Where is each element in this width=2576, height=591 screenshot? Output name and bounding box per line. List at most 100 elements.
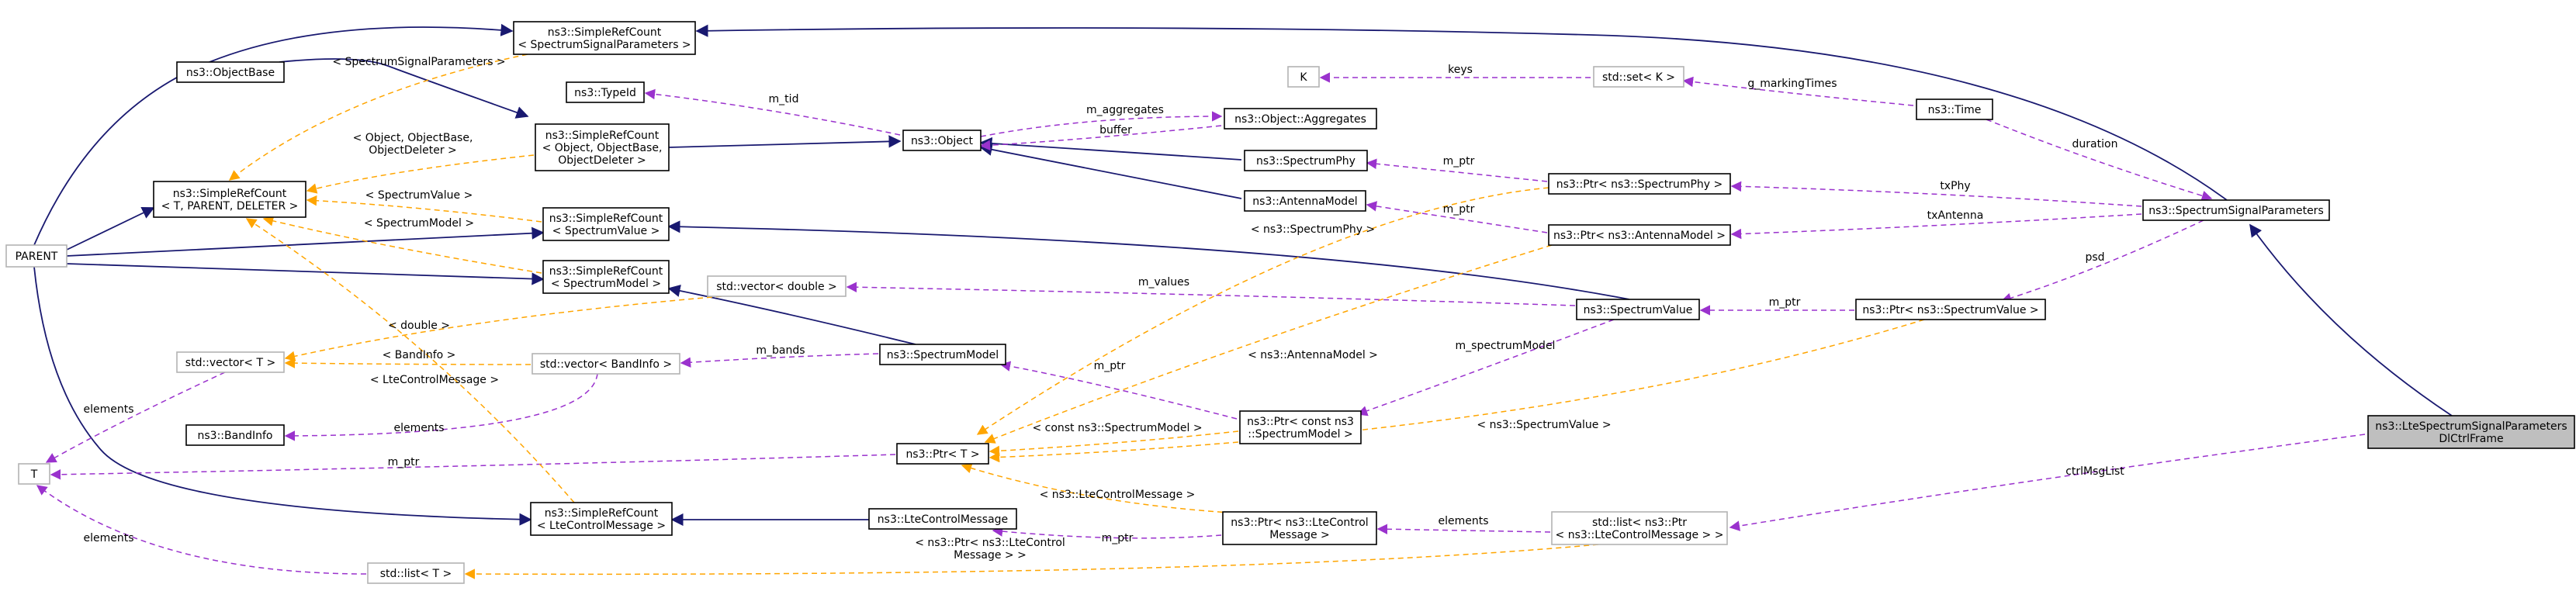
edge-label: < ns3::AntennaModel >	[1248, 349, 1378, 361]
node-aggregates[interactable]: ns3::Object::Aggregates	[1224, 108, 1377, 130]
node-list-T[interactable]: std::list< T >	[367, 562, 465, 584]
edge-src_ssp-to-simplerefcount	[228, 54, 528, 181]
node-box	[1239, 410, 1362, 444]
node-label: ns3::ObjectBase	[186, 67, 275, 79]
node-object[interactable]: ns3::Object	[902, 130, 982, 151]
edge-object-to-spectrumphy	[979, 137, 1242, 161]
node-box	[367, 562, 465, 584]
edge-label: m_spectrumModel	[1456, 340, 1556, 352]
edge-label: elements	[393, 422, 444, 434]
node-label: ns3::SimpleRefCount< LteControlMessage >	[537, 507, 666, 532]
node-stdset[interactable]: std::set< K >	[1593, 66, 1684, 88]
edge-label: psd	[2085, 251, 2104, 264]
node-vec-T[interactable]: std::vector< T >	[176, 351, 285, 373]
node-label: ns3::SimpleRefCount< SpectrumSignalParam…	[518, 26, 691, 51]
node-K[interactable]: K	[1287, 66, 1320, 88]
edge-src_obj-to-simplerefcount	[306, 154, 535, 194]
edge-src_sm-to-spectrummodel	[667, 284, 916, 345]
node-antenna[interactable]: ns3::AntennaModel	[1244, 190, 1366, 212]
node-label: ns3::AntennaModel	[1252, 195, 1357, 208]
node-label: ns3::LteControlMessage	[878, 513, 1008, 526]
edge-label: < double >	[388, 320, 450, 332]
node-src-ssp[interactable]: ns3::SimpleRefCount< SpectrumSignalParam…	[513, 21, 696, 55]
edge-label: m_aggregates	[1086, 104, 1164, 116]
node-label: ns3::SpectrumPhy	[1256, 155, 1356, 168]
edge-bandinfo-to-vec_bandinfo	[284, 373, 598, 441]
node-ltecm[interactable]: ns3::LteControlMessage	[868, 508, 1017, 530]
node-box	[2367, 415, 2575, 449]
node-box	[1855, 299, 2046, 320]
node-label: std::vector< BandInfo >	[540, 358, 672, 371]
edge-label: m_tid	[769, 93, 799, 105]
edge-ptr_sv-to-ptr_T	[989, 319, 1925, 463]
edge-label-layer: m_tidm_aggregatesbufferkeysg_markingTime…	[83, 56, 2124, 562]
edge-label: ctrlMsgList	[2065, 465, 2124, 478]
node-parent[interactable]: PARENT	[5, 244, 68, 268]
edge-label: m_ptr	[388, 456, 420, 468]
edge-ptr_sm-to-ptr_T	[989, 430, 1239, 457]
edge-T-to-list_T	[36, 485, 367, 575]
edge-label: m_ptr	[1443, 155, 1475, 168]
node-box	[1548, 173, 1731, 195]
node-box	[2142, 199, 2330, 221]
node-simplerefcount[interactable]: ns3::SimpleRefCount< T, PARENT, DELETER …	[153, 181, 306, 218]
node-label: std::set< K >	[1602, 71, 1675, 84]
node-ssp[interactable]: ns3::SpectrumSignalParameters	[2142, 199, 2330, 221]
edge-object-to-antenna	[979, 143, 1242, 199]
edge-ptr_phy-to-ptr_T	[976, 187, 1549, 435]
node-label: ns3::Ptr< ns3::SpectrumPhy >	[1556, 178, 1723, 191]
node-ptr-ant[interactable]: ns3::Ptr< ns3::AntennaModel >	[1548, 224, 1731, 246]
node-ptr-sm[interactable]: ns3::Ptr< const ns3::SpectrumModel >	[1239, 410, 1362, 444]
node-list-ptr[interactable]: std::list< ns3::Ptr< ns3::LteControlMess…	[1551, 511, 1728, 545]
node-box	[542, 207, 670, 241]
edge-src_sv-to-spectrumvalue	[667, 220, 1630, 300]
edge-ltecm-to-ptr_lcm	[992, 526, 1222, 539]
edge-ptr_lcm-to-ptr_T	[961, 463, 1242, 514]
edge-T-to-vec_T	[45, 372, 226, 463]
node-label: std::vector< T >	[185, 357, 275, 369]
node-ptr-phy[interactable]: ns3::Ptr< ns3::SpectrumPhy >	[1548, 173, 1731, 195]
node-src-obj[interactable]: ns3::SimpleRefCount< Object, ObjectBase,…	[535, 123, 670, 171]
edge-label: < BandInfo >	[383, 349, 456, 361]
node-objectbase[interactable]: ns3::ObjectBase	[176, 61, 285, 83]
node-vec-double[interactable]: std::vector< double >	[707, 275, 847, 297]
node-label: ns3::BandInfo	[198, 430, 273, 442]
node-vec-bandinfo[interactable]: std::vector< BandInfo >	[531, 353, 680, 375]
edge-vec_double-to-spectrumvalue	[846, 282, 1576, 306]
node-ptr-sv[interactable]: ns3::Ptr< ns3::SpectrumValue >	[1855, 299, 2046, 320]
edge-label: m_values	[1138, 276, 1189, 289]
node-label: std::list< ns3::Ptr< ns3::LteControlMess…	[1556, 517, 1724, 541]
edge-layer	[33, 23, 2453, 579]
node-ptr-T[interactable]: ns3::Ptr< T >	[896, 443, 989, 465]
node-label: ns3::Object::Aggregates	[1234, 113, 1366, 126]
edge-label: m_ptr	[1769, 296, 1801, 309]
edge-src_lcm-to-simplerefcount	[245, 218, 575, 503]
node-src-lcm[interactable]: ns3::SimpleRefCount< LteControlMessage >	[530, 502, 673, 536]
node-box	[185, 424, 285, 446]
node-label: ns3::Ptr< ns3::AntennaModel >	[1553, 230, 1726, 242]
node-src-sm[interactable]: ns3::SimpleRefCount< SpectrumModel >	[542, 260, 670, 294]
edge-label: < Object, ObjectBase,ObjectDeleter >	[353, 132, 473, 157]
edge-label: keys	[1448, 64, 1473, 76]
edge-stdset-to-time	[1682, 76, 1914, 106]
edge-ptr_ant-to-ssp	[1730, 213, 2142, 240]
node-box	[1244, 150, 1368, 171]
node-typeid[interactable]: ns3::TypeId	[566, 81, 645, 103]
edge-parent-to-src_sv	[66, 226, 545, 257]
node-box	[1222, 511, 1377, 545]
node-spectrumvalue[interactable]: ns3::SpectrumValue	[1576, 299, 1700, 320]
node-box	[879, 344, 1006, 365]
node-box	[153, 181, 306, 218]
edge-label: < ns3::SpectrumValue >	[1477, 419, 1611, 431]
node-src-sv[interactable]: ns3::SimpleRefCount< SpectrumValue >	[542, 207, 670, 241]
edge-ptr_sm-to-spectrumvalue	[1356, 319, 1615, 416]
node-bandinfo[interactable]: ns3::BandInfo	[185, 424, 285, 446]
node-T[interactable]: T	[18, 463, 50, 485]
node-spectrumphy[interactable]: ns3::SpectrumPhy	[1244, 150, 1368, 171]
node-spectrummodel[interactable]: ns3::SpectrumModel	[879, 344, 1006, 365]
node-time[interactable]: ns3::Time	[1916, 98, 1993, 120]
